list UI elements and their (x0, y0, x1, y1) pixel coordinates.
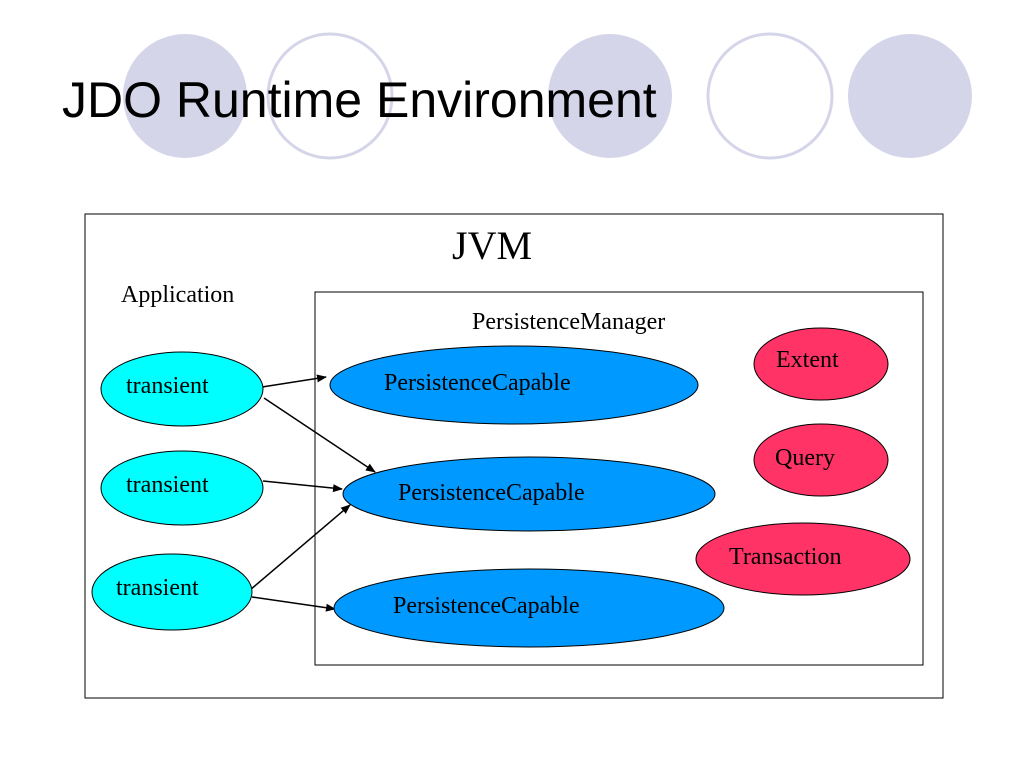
header-decoration (123, 32, 972, 160)
transient-node: transient (100, 351, 264, 427)
arrow-transient2-to-pc2 (262, 480, 343, 493)
persistence-capable-ellipse (342, 456, 716, 532)
arrow-transient1-to-pc1 (261, 374, 327, 388)
transient-label: transient (126, 472, 209, 498)
decor-circle-outline (266, 32, 394, 160)
transient-ellipse (91, 553, 253, 631)
query-ellipse (753, 423, 889, 497)
transient-ellipse (100, 351, 264, 427)
transient-node: transient (100, 450, 264, 526)
persistence-capable-node: PersistenceCapable (329, 345, 699, 425)
decor-circle-filled (848, 34, 972, 158)
service-node-transaction: Transaction (695, 522, 911, 596)
service-node-extent: Extent (753, 327, 889, 401)
decor-circle-filled (548, 34, 672, 158)
application-label: Application (121, 282, 234, 308)
transient-ellipse (100, 450, 264, 526)
query-label: Query (775, 445, 835, 471)
transaction-ellipse (695, 522, 911, 596)
transaction-label: Transaction (729, 544, 841, 570)
persistence-capable-node: PersistenceCapable (342, 456, 716, 532)
arrow-transient1-to-pc2 (263, 397, 376, 473)
decor-circle-outline (706, 32, 834, 160)
arrow-transient3-to-pc2 (249, 504, 351, 591)
persistence-capable-ellipse (329, 345, 699, 425)
persistence-capable-label: PersistenceCapable (398, 480, 585, 506)
service-node-query: Query (753, 423, 889, 497)
persistence-capable-label: PersistenceCapable (384, 370, 571, 396)
persistence-capable-node: PersistenceCapable (333, 568, 725, 648)
slide-title: JDO Runtime Environment (62, 72, 657, 128)
extent-ellipse (753, 327, 889, 401)
extent-label: Extent (776, 347, 839, 373)
decor-circle-filled (123, 34, 247, 158)
arrow-transient3-to-pc3 (251, 596, 336, 612)
transient-label: transient (126, 373, 209, 399)
persistence-capable-label: PersistenceCapable (393, 593, 580, 619)
transient-node: transient (91, 553, 253, 631)
arrows (249, 374, 376, 612)
persistence-capable-ellipse (333, 568, 725, 648)
persistence-manager-label: PersistenceManager (472, 309, 665, 335)
transient-label: transient (116, 575, 199, 601)
jvm-label: JVM (452, 223, 532, 268)
